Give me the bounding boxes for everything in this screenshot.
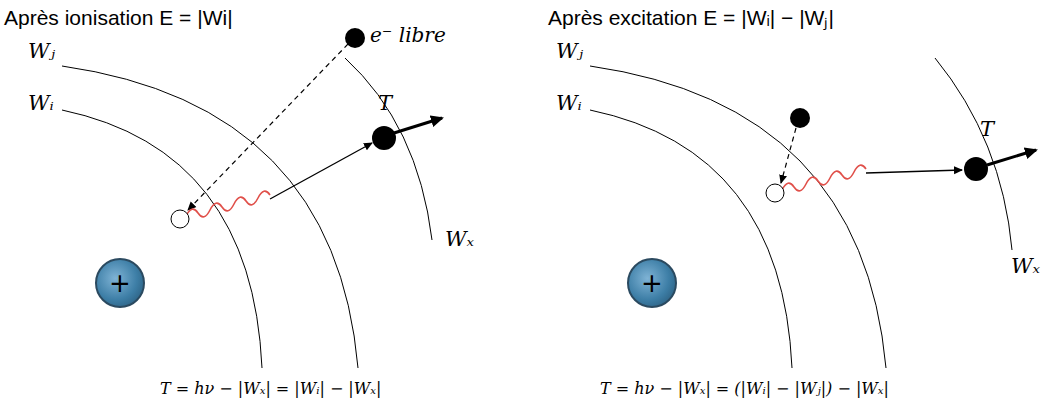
photon-arrow bbox=[270, 143, 372, 199]
nucleus-circle: + bbox=[627, 258, 677, 308]
bound-electron bbox=[790, 108, 810, 128]
right-panel-art bbox=[590, 58, 1036, 368]
shell-label: Wᵢ bbox=[556, 92, 582, 115]
shell-label: Wₓ bbox=[1011, 255, 1040, 278]
shell-wx bbox=[935, 58, 1012, 250]
shell-label: Wᵢ bbox=[28, 92, 54, 115]
charge-sign: + bbox=[641, 270, 663, 296]
shell-label: Wₓ bbox=[445, 228, 474, 251]
auger-electron bbox=[372, 126, 396, 150]
photon-wave bbox=[782, 165, 866, 191]
energy-label: T bbox=[980, 118, 994, 141]
energy-label: T bbox=[378, 92, 392, 115]
shell-label: Wⱼ bbox=[28, 40, 55, 63]
vacancy bbox=[171, 210, 189, 228]
auger-electron bbox=[964, 157, 988, 181]
shell-wi bbox=[62, 110, 262, 368]
energy-formula: T = hν − |Wₓ| = (|Wᵢ| − |Wⱼ|) − |Wₓ| bbox=[600, 380, 889, 398]
shell-wx bbox=[345, 58, 432, 240]
dashed-transition bbox=[188, 44, 348, 210]
vacancy bbox=[766, 184, 784, 202]
panel-title: Après ionisation E = |Wi| bbox=[4, 6, 233, 29]
energy-formula: T = hν − |Wₓ| = |Wᵢ| − |Wₓ| bbox=[160, 380, 381, 398]
electron-label: e⁻ libre bbox=[370, 24, 446, 46]
left-panel-art bbox=[62, 28, 442, 368]
shell-wj bbox=[590, 66, 886, 368]
emission-arrow bbox=[987, 150, 1036, 165]
photon-wave bbox=[186, 191, 270, 217]
nucleus-circle: + bbox=[95, 258, 145, 308]
charge-sign: + bbox=[109, 270, 131, 296]
photon-arrow bbox=[866, 170, 962, 173]
shell-wj bbox=[62, 66, 358, 368]
emission-arrow bbox=[394, 118, 442, 133]
free-electron bbox=[345, 28, 365, 48]
dashed-transition bbox=[781, 128, 796, 183]
panel-title: Après excitation E = |Wᵢ| − |Wⱼ| bbox=[548, 6, 834, 29]
shell-wi bbox=[590, 110, 792, 368]
shell-label: Wⱼ bbox=[556, 40, 583, 63]
